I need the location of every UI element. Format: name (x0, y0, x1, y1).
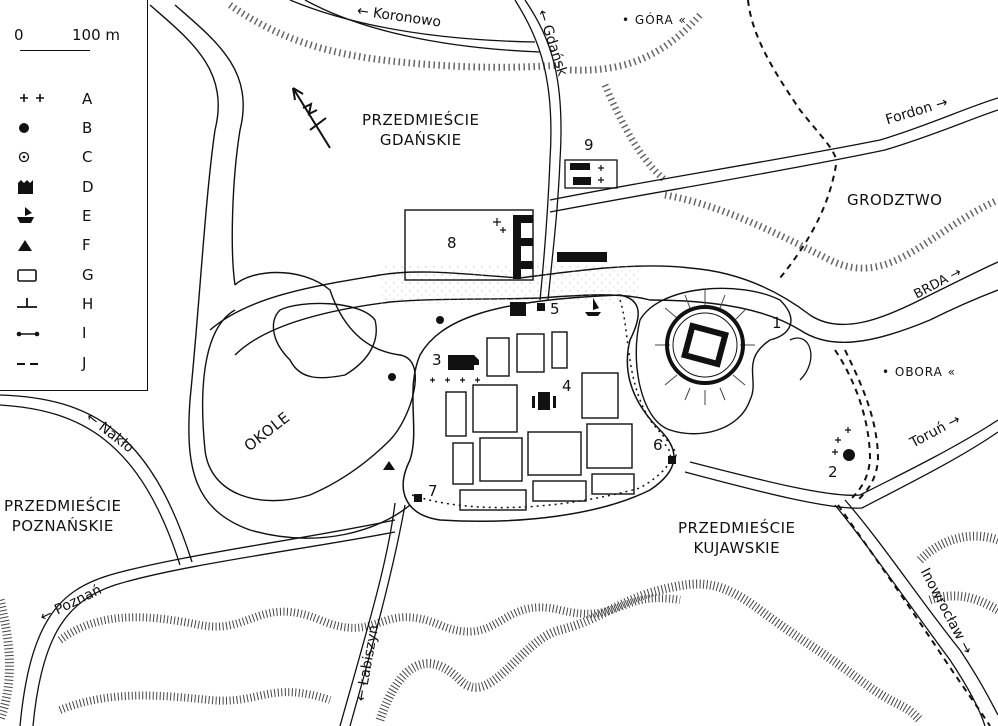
t-bar-icon (17, 298, 37, 308)
legend-item-d: D (14, 176, 134, 196)
legend-item-g: G (14, 264, 134, 284)
crenellated-building-icon (18, 180, 33, 194)
site-number-9: 9 (584, 136, 594, 154)
boundary-dashed (747, 0, 991, 726)
granaries (404, 159, 618, 281)
legend-item-a: A (14, 88, 134, 108)
label-przedmiescie-kujawskie: PRZEDMIEŚCIE KUJAWSKIE (678, 519, 796, 557)
triangle-icon (18, 240, 32, 251)
hill-hatching (227, 2, 998, 272)
legend-item-j: J (14, 352, 134, 372)
legend-item-i: I (14, 322, 134, 342)
legend: 0 100 m A B C D E F G H I J (0, 0, 148, 391)
filled-dot-icon (19, 123, 29, 133)
misc-symbols (383, 316, 855, 502)
label-przedmiescie-gdanskie: PRZEDMIEŚCIE GDAŃSKIE (362, 111, 480, 149)
castle-mound (635, 287, 812, 435)
site-number-7: 7 (428, 482, 438, 500)
legend-item-h: H (14, 293, 134, 313)
legend-item-b: B (14, 117, 134, 137)
site-number-4: 4 (562, 377, 572, 395)
river-stipple (380, 265, 640, 305)
label-obora: • OBORA « (882, 365, 957, 379)
label-przedmiescie-poznanskie: PRZEDMIEŚCIE POZNAŃSKIE (4, 497, 122, 535)
circled-dot-icon (18, 151, 30, 163)
river-brda (209, 261, 998, 356)
scale-bar (20, 50, 90, 51)
site-number-8: 8 (447, 234, 457, 252)
site-number-3: 3 (432, 351, 442, 369)
scale-zero: 0 (14, 26, 24, 44)
ship-icon (17, 207, 34, 223)
label-gora: • GÓRA « (622, 13, 687, 27)
dot-line-dot-icon (16, 331, 40, 337)
site-number-1: 1 (772, 314, 782, 332)
old-town (402, 294, 677, 522)
forest-hatching (0, 531, 998, 724)
legend-item-e: E (14, 205, 134, 225)
okole-channels (149, 4, 416, 539)
site-number-5: 5 (550, 300, 560, 318)
dashed-line-icon (17, 363, 38, 365)
north-arrow-icon (292, 87, 331, 149)
cemetery-crosses (430, 165, 851, 455)
legend-item-f: F (14, 234, 134, 254)
rectangle-icon (17, 269, 37, 282)
label-grodztwo: GRODZTWO (847, 191, 943, 209)
legend-item-c: C (14, 146, 134, 166)
scale-distance: 100 m (72, 26, 121, 44)
site-number-6: 6 (653, 436, 663, 454)
crosses-icon (20, 94, 44, 102)
site-number-2: 2 (828, 463, 838, 481)
